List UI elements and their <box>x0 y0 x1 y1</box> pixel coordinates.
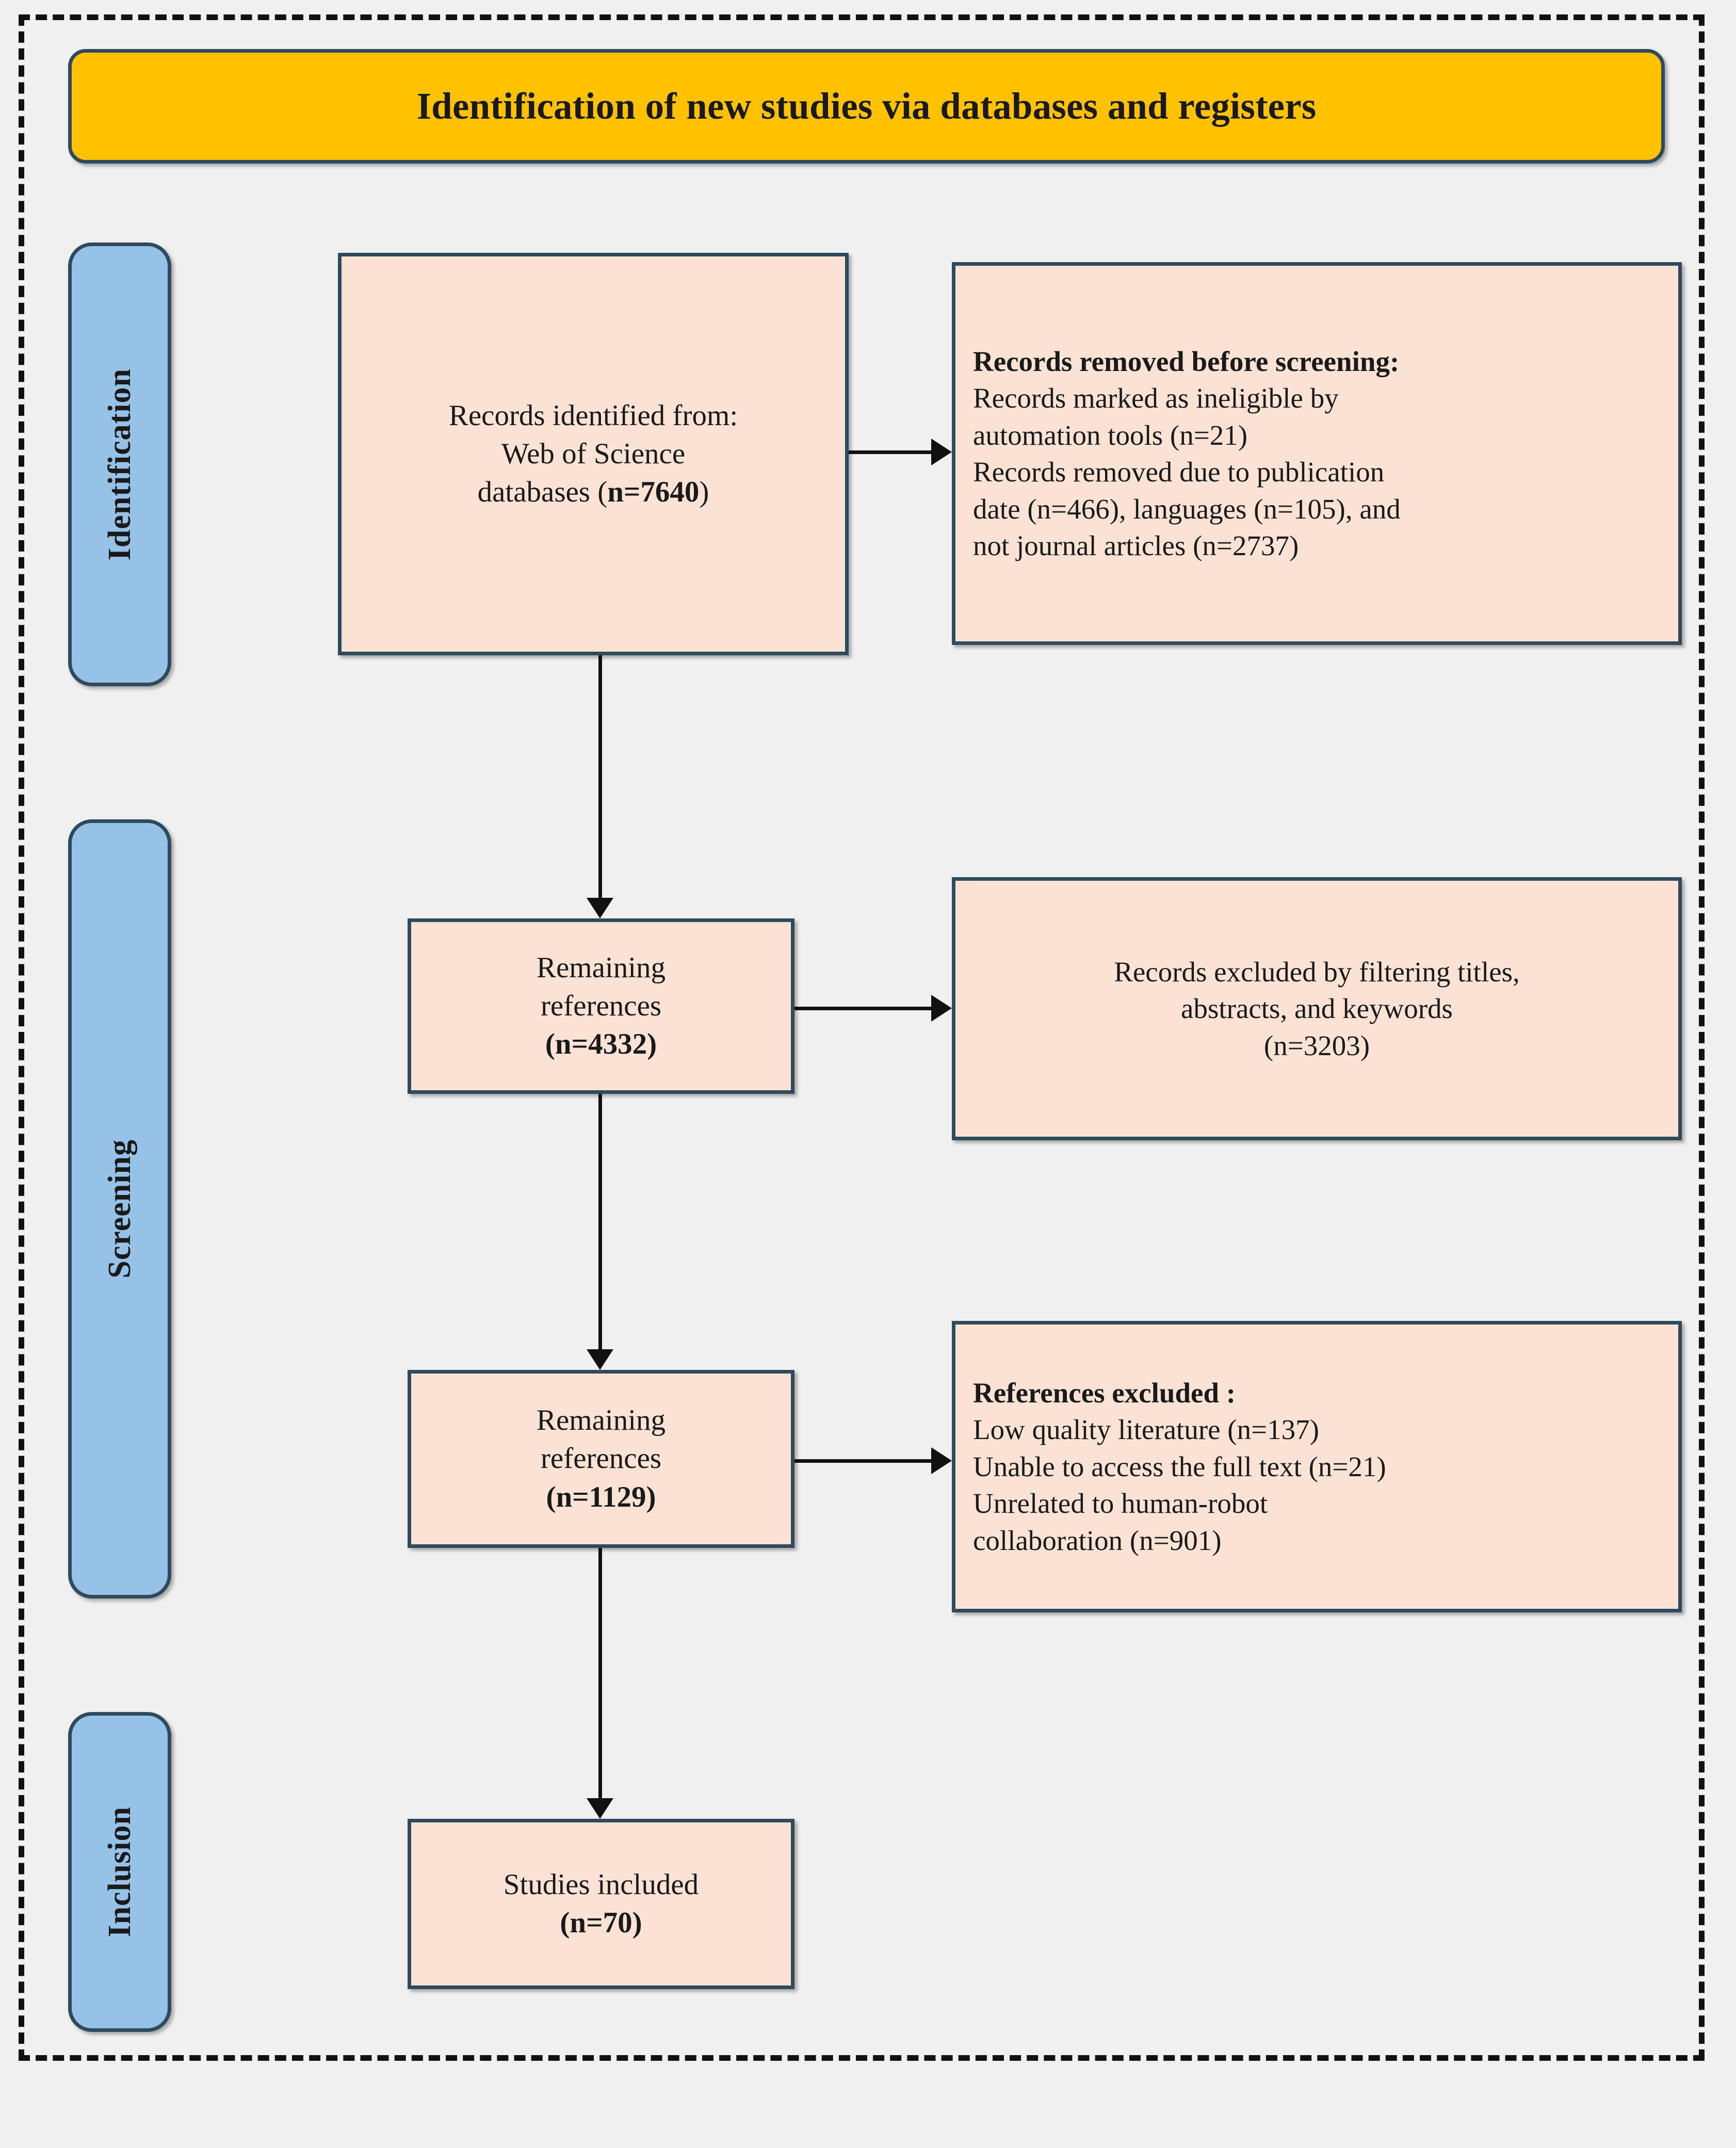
arrowhead-identified-to-remaining4332 <box>587 898 613 918</box>
removed-before-screening-line3: Records removed due to publication <box>973 456 1385 488</box>
references-excluded-line4: collaboration (n=901) <box>973 1524 1222 1556</box>
remaining4332-line2: references <box>540 989 662 1022</box>
references-excluded-heading: References excluded : <box>973 1377 1236 1409</box>
studies-included-line1: Studies included <box>503 1868 699 1901</box>
connector-remaining4332-to-remaining1129 <box>598 1094 602 1349</box>
node-remaining-references-4332: Remaining references (n=4332) <box>408 918 794 1094</box>
node-references-excluded: References excluded : Low quality litera… <box>952 1321 1682 1612</box>
connector-identified-to-remaining4332 <box>598 655 602 898</box>
arrowhead-remaining4332-to-remaining1129 <box>587 1349 613 1370</box>
banner-title: Identification of new studies via databa… <box>416 85 1317 127</box>
removed-before-screening-line2: automation tools (n=21) <box>973 419 1248 451</box>
connector-remaining1129-to-studies <box>598 1548 602 1798</box>
node-studies-included: Studies included (n=70) <box>408 1819 794 1989</box>
remaining4332-count: (n=4332) <box>545 1028 657 1061</box>
diagram-outer-frame <box>19 14 1705 2061</box>
node-records-excluded-filtering: Records excluded by filtering titles, ab… <box>952 877 1682 1140</box>
records-identified-count: n=7640 <box>607 476 700 509</box>
stage-label-inclusion: Inclusion <box>68 1712 171 2032</box>
stage-inclusion-text: Inclusion <box>102 1806 137 1937</box>
removed-before-screening-line4: date (n=466), languages (n=105), and <box>973 493 1401 525</box>
remaining1129-count: (n=1129) <box>546 1480 656 1513</box>
node-records-identified: Records identified from: Web of Science … <box>338 253 849 655</box>
stage-identification-text: Identification <box>102 368 137 561</box>
references-excluded-line2: Unable to access the full text (n=21) <box>973 1450 1386 1482</box>
removed-before-screening-heading: Records removed before screening: <box>973 345 1400 377</box>
references-excluded-line3: Unrelated to human-robot <box>973 1488 1268 1520</box>
remaining4332-line1: Remaining <box>536 951 666 984</box>
connector-remaining4332-to-excluded <box>794 1007 931 1010</box>
stage-label-identification: Identification <box>68 243 171 686</box>
connector-identified-to-removed <box>849 450 931 454</box>
banner-identification-header: Identification of new studies via databa… <box>68 49 1665 164</box>
records-identified-line2: Web of Science <box>501 437 686 470</box>
node-records-removed-before-screening: Records removed before screening: Record… <box>952 262 1682 645</box>
stage-label-screening: Screening <box>68 819 171 1598</box>
references-excluded-line1: Low quality literature (n=137) <box>973 1414 1319 1446</box>
connector-remaining1129-to-refexcluded <box>794 1459 931 1463</box>
studies-included-count: (n=70) <box>560 1907 642 1939</box>
remaining1129-line1: Remaining <box>536 1404 666 1437</box>
stage-screening-text: Screening <box>102 1139 137 1279</box>
removed-before-screening-line5: not journal articles (n=2737) <box>973 530 1299 561</box>
removed-before-screening-line1: Records marked as ineligible by <box>973 382 1339 414</box>
excluded-filtering-line1: Records excluded by filtering titles, <box>1114 956 1520 988</box>
arrowhead-remaining1129-to-studies <box>587 1798 613 1819</box>
records-identified-line1: Records identified from: <box>448 399 738 432</box>
arrowhead-identified-to-removed <box>931 439 952 465</box>
excluded-filtering-line2: abstracts, and keywords <box>1181 993 1453 1025</box>
arrowhead-remaining4332-to-excluded <box>931 995 952 1022</box>
excluded-filtering-line3: (n=3203) <box>1263 1029 1370 1061</box>
remaining1129-line2: references <box>540 1442 662 1475</box>
node-remaining-references-1129: Remaining references (n=1129) <box>408 1370 794 1548</box>
arrowhead-remaining1129-to-refexcluded <box>931 1447 952 1474</box>
records-identified-line3: databases (n=7640) <box>477 476 709 509</box>
